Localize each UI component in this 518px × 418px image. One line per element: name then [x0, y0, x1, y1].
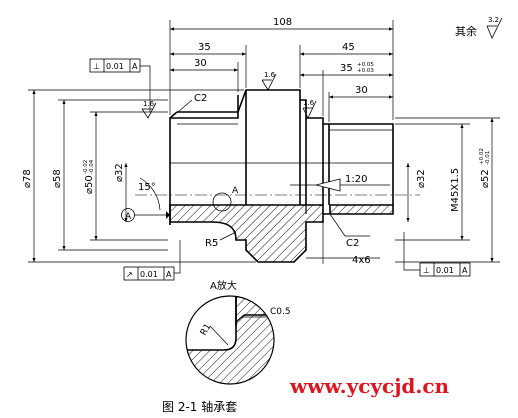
- svg-text:1.6: 1.6: [143, 100, 155, 108]
- dim-35-right: 35: [340, 63, 353, 74]
- dia-50-tol-upper: -0.02: [83, 160, 89, 174]
- svg-text:0.01: 0.01: [436, 266, 454, 275]
- svg-text:1.6: 1.6: [264, 71, 276, 79]
- dia-52-tol-upper: +0.02: [479, 148, 485, 165]
- dimension-lines-top: [169, 20, 394, 122]
- view-a-label: A: [232, 186, 239, 196]
- dim-35-tol-upper: +0.05: [357, 62, 374, 68]
- detail-title: A放大: [210, 279, 237, 292]
- taper-1-20: 1:20: [345, 174, 367, 185]
- svg-text:⊥: ⊥: [423, 266, 430, 275]
- dim-45-right: 45: [342, 42, 355, 53]
- datum-a-label: A: [125, 212, 132, 222]
- svg-text:↗: ↗: [126, 270, 133, 279]
- detail-radius: R1: [199, 322, 214, 337]
- chamfer-c2-left: C2: [194, 93, 207, 104]
- tol-top-left-leader: [140, 65, 151, 112]
- dia-32-left: ⌀32: [114, 163, 125, 182]
- svg-text:其余: 其余: [455, 24, 477, 38]
- taper-symbol: [290, 178, 390, 192]
- tol-bottom-right-leader: [403, 232, 420, 271]
- svg-text:A: A: [166, 270, 172, 279]
- detail-chamfer: C0.5: [270, 307, 291, 317]
- angle-15: 15°: [138, 182, 156, 193]
- roughness-right: 1.6: [302, 99, 317, 119]
- radius-leader: [219, 231, 237, 241]
- dim-30-left: 30: [194, 58, 207, 69]
- roughness-left: 1.6: [141, 100, 157, 119]
- groove-4x6: 4x6: [352, 255, 371, 266]
- watermark: www.ycycjd.cn: [290, 374, 450, 398]
- svg-text:A: A: [462, 266, 468, 275]
- dia-32-right: ⌀32: [416, 169, 427, 188]
- chamfer-right-leader: [329, 213, 346, 237]
- roughness-top: 1.6: [261, 71, 277, 91]
- svg-text:⊥: ⊥: [93, 62, 100, 71]
- dia-78: ⌀78: [22, 169, 33, 188]
- dim-35-left: 35: [198, 42, 211, 53]
- datum-a-symbol: [121, 208, 170, 222]
- dia-52-tol-lower: -0.01: [485, 151, 491, 165]
- tolerance-frame-top-left: ⊥ 0.01 A: [89, 58, 141, 73]
- dim-108: 108: [273, 17, 292, 28]
- view-a-circle: [212, 192, 232, 212]
- svg-text:0.01: 0.01: [140, 270, 158, 279]
- dia-58: ⌀58: [52, 169, 63, 188]
- thread-m45: M45X1.5: [450, 168, 461, 212]
- detail-view-a: A放大 C0.5 R1: [185, 279, 291, 385]
- figure-caption: 图 2-1 轴承套: [162, 400, 238, 414]
- svg-text:3.2: 3.2: [488, 16, 499, 24]
- dim-30-right: 30: [355, 85, 368, 96]
- angle-arc: [139, 177, 161, 211]
- tolerance-frame-bottom-right: ⊥ 0.01 A: [419, 262, 471, 277]
- chamfer-c2-right: C2: [346, 238, 359, 249]
- section-hatched: [169, 204, 394, 263]
- radius-r5: R5: [205, 238, 218, 249]
- tolerance-frame-bottom-left: ↗ 0.01 A: [123, 266, 175, 281]
- roughness-general: 其余 3.2: [455, 16, 503, 39]
- svg-text:0.01: 0.01: [106, 62, 124, 71]
- dia-52: ⌀52: [480, 169, 491, 188]
- dia-50: ⌀50: [84, 175, 95, 194]
- dim-35-tol-lower: +0.03: [357, 68, 374, 74]
- dia-50-tol-lower: -0.04: [89, 159, 95, 174]
- svg-text:A: A: [132, 62, 138, 71]
- svg-text:1.6: 1.6: [303, 99, 315, 107]
- chamfer-left-leader: [177, 99, 193, 113]
- tol-bottom-left-leader: [174, 240, 181, 274]
